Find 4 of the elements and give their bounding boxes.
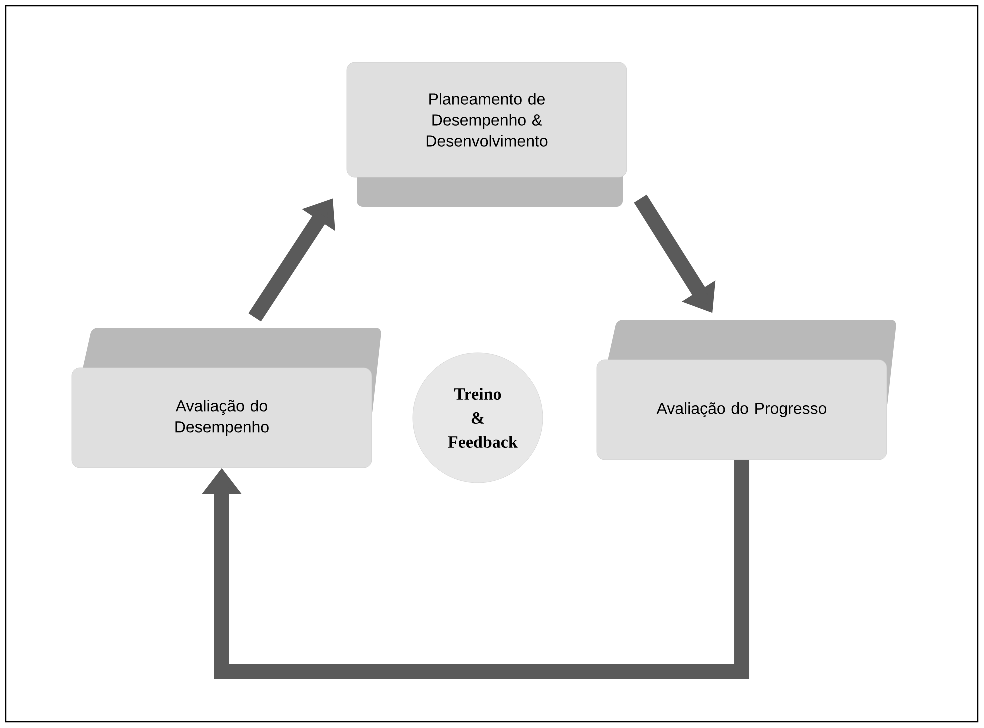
block-arrow — [202, 460, 750, 680]
process-box: Avaliação do Progresso — [596, 320, 896, 460]
process-box: Avaliação do Desempenho — [72, 328, 382, 468]
process-box: Planeamento de Desempenho & Desenvolvimento — [346, 62, 628, 207]
